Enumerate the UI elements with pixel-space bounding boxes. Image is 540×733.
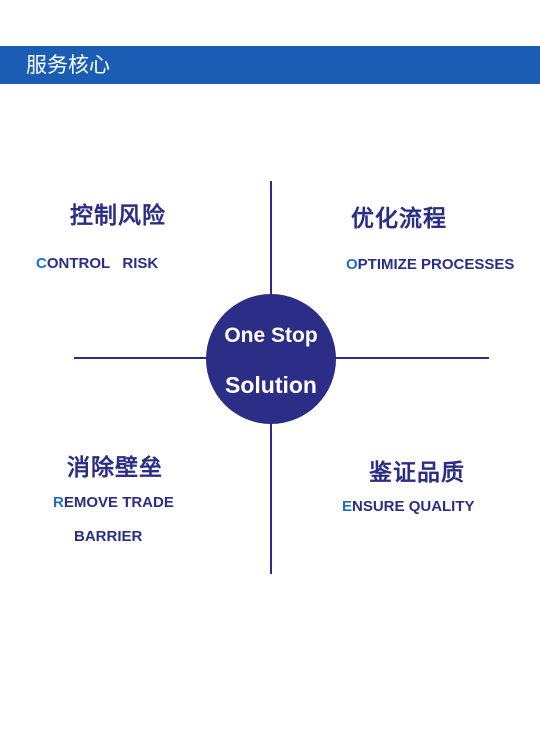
remove-trade-barrier-title-zh: 消除壁垒	[67, 455, 163, 481]
control-risk-title-zh: 控制风险	[70, 203, 166, 229]
ensure-quality-title-en: ENSURE QUALITY	[342, 498, 475, 515]
remove-trade-barrier-title-en-line2: BARRIER	[74, 528, 143, 545]
remove-trade-barrier-title-en: REMOVE TRADE	[53, 494, 174, 511]
ensure-quality-title-zh: 鉴证品质	[369, 460, 465, 486]
optimize-processes-initial: O	[346, 256, 358, 273]
ensure-quality-initial: E	[342, 498, 353, 515]
header-bar: 服务核心	[0, 46, 540, 84]
page-title: 服务核心	[26, 53, 110, 77]
optimize-processes-title-zh: 优化流程	[351, 206, 447, 232]
control-risk-initial: C	[36, 255, 47, 272]
ensure-quality-rest: NSURE QUALITY	[352, 498, 475, 515]
one-stop-solution-circle: One Stop Solution	[206, 294, 336, 424]
control-risk-rest: ONTROL RISK	[46, 255, 159, 272]
remove-trade-barrier-rest: EMOVE TRADE	[63, 494, 174, 511]
center-label-line1: One Stop	[224, 324, 318, 347]
remove-trade-barrier-initial: R	[53, 494, 64, 511]
center-label-line2: Solution	[225, 372, 317, 398]
control-risk-title-en: CONTROL RISK	[36, 255, 158, 272]
optimize-processes-title-en: OPTIMIZE PROCESSES	[346, 256, 514, 273]
optimize-processes-rest: PTIMIZE PROCESSES	[357, 256, 515, 273]
